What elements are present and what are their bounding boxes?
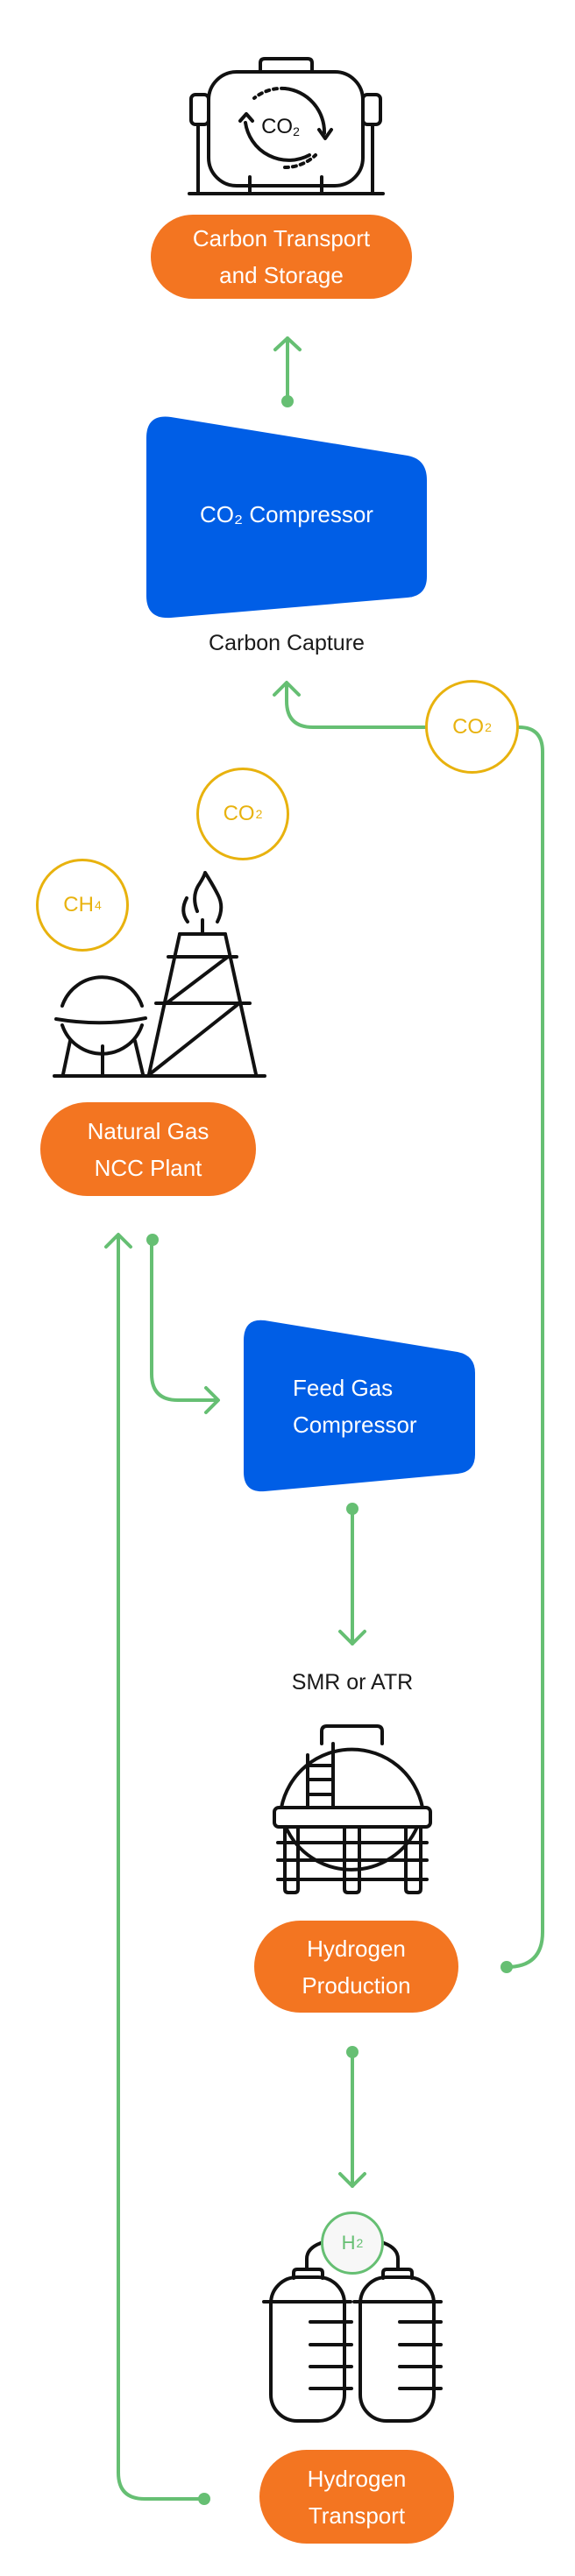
flow-dot	[346, 1503, 358, 1515]
hydrogen-transport-node[interactable]: Hydrogen Transport	[259, 2450, 454, 2544]
hydrogen-cylinders-icon	[262, 2241, 443, 2423]
spherical-tank-icon	[273, 1724, 432, 1894]
hydrogen-transport-line1: Hydrogen	[307, 2465, 407, 2492]
co2-storage-tank-icon	[188, 57, 385, 195]
flow-transport-to-plant	[104, 1233, 206, 2501]
h2-badge-sub: 2	[356, 2236, 364, 2250]
feed-gas-compressor-label[interactable]: Feed Gas Compressor	[293, 1369, 417, 1443]
co2-emission-badge-base: CO	[223, 802, 255, 825]
co2-flow-badge-sub: 2	[485, 719, 492, 734]
ncc-plant-line2: NCC Plant	[94, 1154, 202, 1181]
ncc-plant-node[interactable]: Natural Gas NCC Plant	[40, 1102, 256, 1196]
flow-plant-to-feed-compressor	[150, 1238, 220, 1414]
co2-emission-badge-sub: 2	[255, 807, 263, 821]
flow-dot	[146, 1234, 159, 1246]
smr-atr-label: SMR or ATR	[291, 1670, 414, 1695]
feed-gas-compressor-line2: Compressor	[293, 1412, 417, 1438]
co2-compressor-label[interactable]: CO₂ Compressor	[200, 501, 373, 527]
carbon-transport-storage-node[interactable]: Carbon Transport and Storage	[151, 215, 412, 299]
flow-co2-to-capture	[273, 681, 544, 1969]
co2-flow-badge-base: CO	[452, 714, 485, 739]
flow-production-to-transport	[338, 2050, 366, 2188]
carbon-capture-label: Carbon Capture	[209, 631, 365, 655]
ncc-plant-line1: Natural Gas	[87, 1117, 209, 1144]
flow-feed-compressor-to-reformer	[338, 1507, 366, 1645]
co2-compressor-shape	[146, 416, 427, 619]
h2-badge-base: H	[341, 2232, 356, 2254]
feed-gas-compressor-shape	[244, 1320, 475, 1492]
hydrogen-production-line1: Hydrogen	[307, 1935, 406, 1962]
ch4-badge-base: CH	[63, 893, 94, 916]
hydrogen-production-node[interactable]: Hydrogen Production	[254, 1921, 458, 2013]
flow-dot	[198, 2493, 210, 2505]
carbon-storage-line1: Carbon Transport	[192, 225, 371, 251]
carbon-storage-line2: and Storage	[219, 262, 344, 288]
flow-compressor-to-storage	[273, 336, 302, 403]
flow-dot	[281, 395, 294, 407]
hydrogen-transport-line2: Transport	[308, 2502, 406, 2529]
co2-storage-icon-label: CO2	[261, 115, 300, 138]
ch4-badge-sub: 4	[94, 898, 102, 912]
hydrogen-production-line2: Production	[302, 1971, 411, 1999]
flow-dot	[346, 2046, 358, 2058]
flow-dot	[500, 1961, 513, 1973]
feed-gas-compressor-line1: Feed Gas	[293, 1375, 394, 1401]
gas-plant-icon	[53, 871, 266, 1078]
